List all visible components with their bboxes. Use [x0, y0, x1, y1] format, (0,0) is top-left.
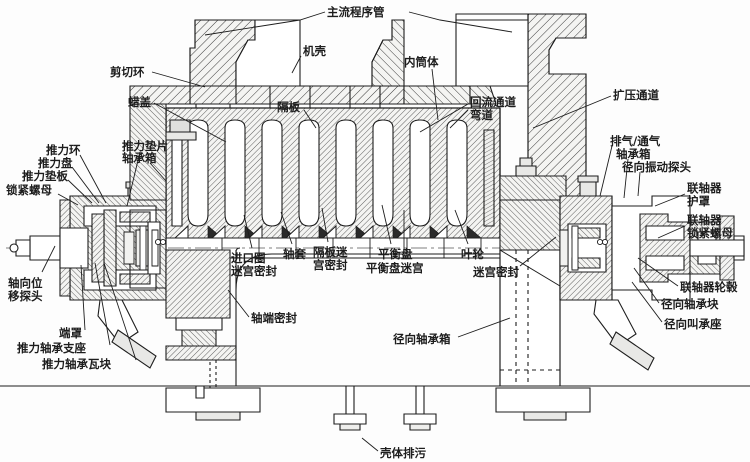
label-coupling-guard: 联轴器 护罩 — [687, 181, 722, 208]
leader-lock-nut-left — [57, 193, 79, 206]
leader-return-bend — [449, 109, 469, 129]
shaft-seal-details-right — [559, 225, 609, 271]
leader-thrust-disc — [71, 166, 100, 204]
label-return-channel-bend: 回流通道 弯道 — [470, 95, 516, 122]
radial-bearing-column — [499, 249, 561, 387]
leader-thrust-backing — [67, 179, 93, 204]
leader-laby-seal — [519, 236, 557, 267]
leader-radial-seat — [631, 281, 663, 323]
leader-inlet-ring — [243, 214, 253, 249]
leader-probe — [637, 171, 641, 197]
label-balance-drum: 平衡盘 — [378, 247, 413, 261]
label-radial-bearing-housing: 径向轴承箱 — [393, 332, 451, 346]
label-radial-bearing-seat: 径向叫承座 — [664, 317, 722, 331]
leader-radial-pad — [633, 267, 660, 304]
label-thrust-disc: 推力盘 — [38, 156, 73, 170]
leader-casing-drain — [361, 437, 379, 452]
label-coupling-hub: 联轴器轮毂 — [680, 280, 738, 294]
shaft-end-seal-curve — [235, 250, 500, 291]
label-thrust-bearing-pad: 推力轴承瓦块 — [42, 357, 111, 371]
label-laby-seal: 迷宫密封 — [473, 265, 519, 279]
label-shaft-sleeve: 轴套 — [283, 247, 306, 261]
leader-thrust-pad — [103, 262, 137, 361]
leader-vent — [599, 145, 613, 197]
label-diffuser-passage: 扩压通道 — [613, 88, 659, 102]
leader-bh-right — [623, 158, 629, 199]
label-shaft-end-seal: 轴端密封 — [251, 311, 297, 325]
balance-duct — [483, 129, 495, 227]
leader-casing — [291, 55, 302, 74]
label-axial-displacement-probe: 轴向位 移探头 — [8, 276, 43, 303]
label-impeller: 叶轮 — [461, 247, 484, 261]
label-thrust-bearing-support: 推力轴承支座 — [17, 341, 86, 355]
leader-shaft-sleeve — [280, 211, 293, 245]
label-radial-bearing-pad: 径向轴承块 — [661, 297, 719, 311]
coupling-assembly — [611, 195, 745, 301]
leader-impeller — [454, 209, 469, 245]
label-inner-barrel: 内筒体 — [404, 55, 439, 69]
label-diaphragm: 隔板 — [277, 100, 300, 114]
baseplate-left — [165, 359, 261, 421]
leader-balance-drum — [381, 204, 392, 245]
leader-lines — [41, 11, 686, 452]
leader-shear-ring — [151, 71, 206, 88]
label-main-process-pipe: 主流程序管 — [327, 5, 385, 19]
shaft-seal-details-left — [123, 225, 167, 271]
support-foot-3 — [195, 385, 205, 399]
leader-diaphragm — [303, 109, 317, 129]
label-wax-cover: 蜡盖 — [128, 95, 151, 109]
nozzle-left-bore — [235, 19, 301, 87]
leader-diffuser — [532, 95, 612, 129]
label-end-cover: 端罩 — [59, 326, 82, 340]
nozzle-right-top — [455, 13, 529, 21]
casing-support-left — [165, 249, 237, 361]
baseplate-right — [495, 387, 591, 421]
casing-left-wall — [129, 85, 191, 201]
leader-main-process-pipe-left — [204, 11, 326, 36]
label-balance-drum-laby: 平衡盘迷宫 — [366, 261, 424, 275]
leader-thrust-shim — [126, 151, 141, 207]
label-thrust-backing-plate: 推力垫板 — [22, 169, 68, 183]
label-coupling-lock-nut: 联轴器 锁紧螺母 — [687, 213, 733, 240]
leader-return-bend-2 — [419, 103, 469, 133]
label-bearing-housing-right: 轴承箱 — [616, 147, 651, 161]
barrel-head-right-bore — [455, 19, 529, 87]
right-drain-elbow — [593, 299, 655, 371]
label-radial-vibration-probe: 径向振动探头 — [622, 160, 691, 174]
leader-thrust-ring — [79, 154, 107, 204]
thrust-bearing-assembly — [9, 181, 167, 301]
leader-coupling-hub — [637, 257, 679, 287]
stage-channels — [187, 119, 468, 227]
leader-diaphragm-laby — [321, 207, 329, 243]
leader-end-cover — [80, 264, 86, 331]
leader-thrust-support — [94, 262, 111, 346]
leader-main-process-pipe-right — [408, 11, 513, 33]
label-thrust-shim: 推力垫片 — [122, 139, 168, 153]
support-foot-1 — [333, 385, 367, 431]
leader-axial-probe — [41, 245, 56, 273]
shear-ring-detail — [163, 85, 237, 141]
label-thrust-ring: 推力环 — [46, 143, 81, 157]
label-shear-ring: 剪切环 — [110, 65, 145, 79]
label-diaphragm-laby-seal: 隔板迷 宫密封 — [313, 245, 348, 272]
leader-coupling-locknut — [657, 225, 686, 239]
radial-bearing-mount — [499, 157, 567, 251]
leader-inner-barrel — [431, 68, 439, 121]
leader-shaft-end-seal — [227, 289, 250, 318]
support-foot-2 — [403, 385, 437, 431]
label-lock-nut-left: 锁紧螺母 — [6, 183, 52, 197]
label-inlet-ring-laby-seal: 进口圈 迷宫密封 — [231, 251, 277, 278]
label-vent-exhaust: 排气/通气 — [610, 134, 661, 148]
leader-wax-cover — [153, 102, 227, 143]
label-casing-drain: 壳体排污 — [380, 446, 426, 460]
leader-coupling-guard — [654, 193, 686, 207]
leader-radial-bearing-housing — [457, 317, 511, 338]
leader-bearing-housing-left — [149, 162, 167, 182]
label-bearing-housing-left: 轴承箱 — [122, 151, 157, 165]
nozzle-right — [371, 19, 405, 87]
label-casing: 机壳 — [303, 44, 326, 58]
